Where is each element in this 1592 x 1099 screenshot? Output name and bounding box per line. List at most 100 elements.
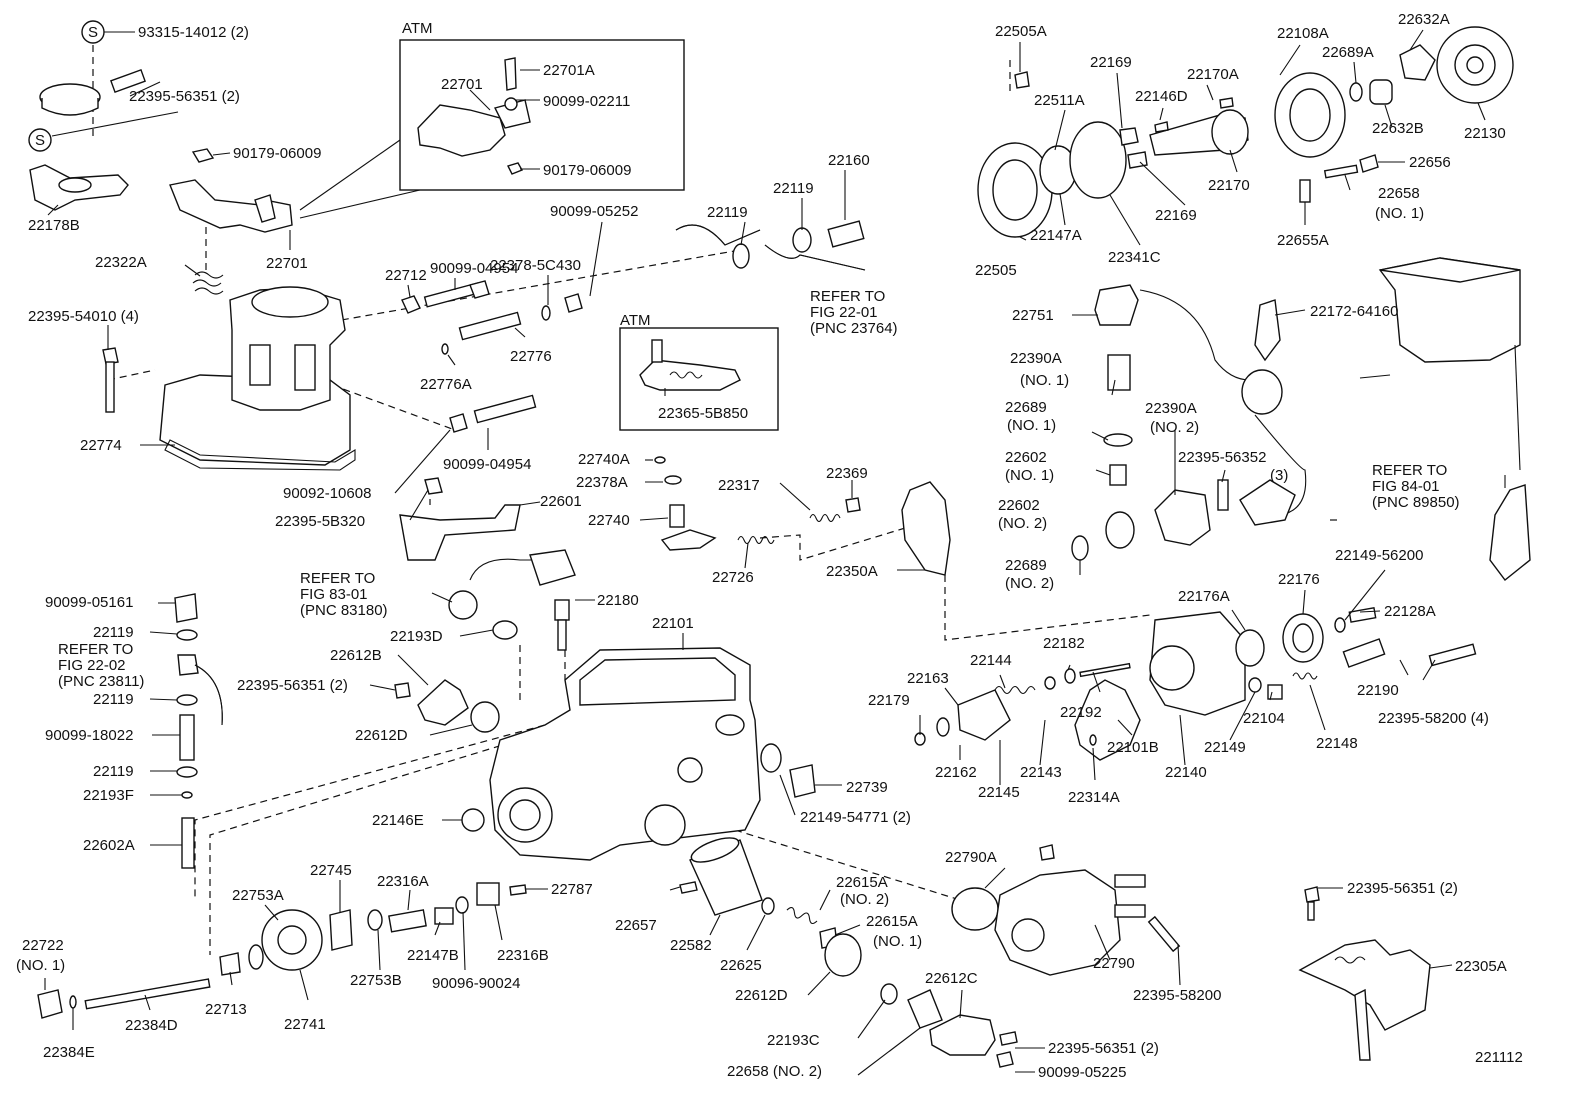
label-22119-a: 22119 (707, 204, 748, 221)
label-22790A: 22790A (945, 849, 997, 866)
label-22505: 22505 (975, 262, 1017, 279)
label-22170: 22170 (1208, 177, 1250, 194)
ref-22-02-line3: (PNC 23811) (58, 673, 144, 690)
label-90096-90024: 90096-90024 (432, 975, 520, 992)
label-22612B: 22612B (330, 647, 382, 664)
ref-22-01-line1: REFER TO (810, 288, 885, 305)
label-22689-2: 22689 (1005, 557, 1047, 574)
ref-83-01-line2: FIG 83-01 (300, 586, 368, 603)
label-22615A-1: 22615A (866, 913, 918, 930)
label-22740A: 22740A (578, 451, 630, 468)
label-22305A: 22305A (1455, 958, 1507, 975)
label-22712: 22712 (385, 267, 427, 284)
leader-lines (44, 29, 1506, 1076)
label-22119-b: 22119 (773, 180, 814, 197)
label-22511A: 22511A (1034, 92, 1085, 109)
label-22350A: 22350A (826, 563, 878, 580)
label-22713: 22713 (205, 1001, 247, 1018)
label-22390A-2: 22390A (1145, 400, 1197, 417)
ref-84-01-line3: (PNC 89850) (1372, 494, 1460, 511)
label-90179-06009-a: 90179-06009 (233, 145, 321, 162)
label-22144: 22144 (970, 652, 1012, 669)
label-22169-a: 22169 (1090, 54, 1132, 71)
label-22787: 22787 (551, 881, 593, 898)
label-22726: 22726 (712, 569, 754, 586)
label-22149-54771: 22149-54771 (2) (800, 809, 911, 826)
label-22146E: 22146E (372, 812, 424, 829)
label-22741: 22741 (284, 1016, 326, 1033)
label-90099-04954-a: 90099-04954 (430, 260, 518, 277)
lower-middle-parts (679, 837, 943, 1029)
lower-left-gears (37, 882, 527, 1019)
label-22104: 22104 (1243, 710, 1285, 727)
label-22149-56200: 22149-56200 (1335, 547, 1423, 564)
lever-22350A (901, 481, 951, 576)
label-22655A: 22655A (1277, 232, 1329, 249)
connector (110, 68, 146, 94)
label-90179-06009-b: 90179-06009 (543, 162, 631, 179)
label-22753B: 22753B (350, 972, 402, 989)
nut (191, 148, 215, 163)
label-22395-56352-count: (3) (1270, 467, 1288, 484)
ref-84-01-line1: REFER TO (1372, 462, 1447, 479)
ref-83-01-line3: (PNC 83180) (300, 602, 388, 619)
label-93315-14012: 93315-14012 (2) (138, 24, 249, 41)
label-22612D-a: 22612D (355, 727, 408, 744)
service-mark-2 (28, 128, 52, 152)
label-22632B: 22632B (1372, 120, 1424, 137)
label-90099-05161: 90099-05161 (45, 594, 133, 611)
label-22582: 22582 (670, 937, 712, 954)
label-22378-5C430: 22378-5C430 (490, 257, 581, 274)
cover-22612B (394, 679, 500, 733)
label-22751: 22751 (1012, 307, 1054, 324)
spring-22322A (192, 271, 224, 295)
label-22689A: 22689A (1322, 44, 1374, 61)
label-22395-54010: 22395-54010 (4) (28, 308, 139, 325)
label-22145: 22145 (978, 784, 1020, 801)
top-left-parts: S S (28, 20, 293, 295)
label-22615A-2: 22615A (836, 874, 888, 891)
ref-22-02-line1: REFER TO (58, 641, 133, 658)
label-22740: 22740 (588, 512, 630, 529)
label-22192: 22192 (1060, 704, 1102, 721)
label-22147A: 22147A (1030, 227, 1082, 244)
atm-box-middle: ATM (619, 312, 779, 431)
label-22143: 22143 (1020, 764, 1062, 781)
service-mark-2-text: S (35, 132, 45, 149)
label-22658-no2: 22658 (NO. 2) (727, 1063, 822, 1080)
label-90099-05225: 90099-05225 (1038, 1064, 1126, 1081)
service-mark-1-text: S (88, 24, 98, 41)
label-22602-1-no: (NO. 1) (1005, 467, 1054, 484)
label-22193D: 22193D (390, 628, 443, 645)
actuator-89850 (1359, 257, 1531, 581)
label-22602A: 22602A (83, 837, 135, 854)
label-22689-2-no: (NO. 2) (1005, 575, 1054, 592)
assembly-dashed-lines (92, 45, 1340, 955)
label-22601: 22601 (540, 493, 582, 510)
label-22163: 22163 (907, 670, 949, 687)
label-22790: 22790 (1093, 955, 1135, 972)
label-22180: 22180 (597, 592, 639, 609)
atm-box-mid-frame (619, 327, 779, 431)
label-22395-56352: 22395-56352 (1178, 449, 1266, 466)
label-22160: 22160 (828, 152, 870, 169)
parts-22740 (654, 456, 861, 551)
label-22182: 22182 (1043, 635, 1085, 652)
label-22140: 22140 (1165, 764, 1207, 781)
label-22128A: 22128A (1384, 603, 1436, 620)
atm-box-top-title: ATM (402, 20, 433, 37)
label-22776A: 22776A (420, 376, 472, 393)
label-22119-d: 22119 (93, 691, 134, 708)
label-22384E: 22384E (43, 1044, 95, 1061)
ref-22-01-line2: FIG 22-01 (810, 304, 878, 321)
label-22701-b: 22701 (266, 255, 308, 272)
label-22689-1-no: (NO. 1) (1007, 417, 1056, 434)
label-22612C: 22612C (925, 970, 978, 987)
label-22390A-2-no: (NO. 2) (1150, 419, 1199, 436)
label-22316B: 22316B (497, 947, 549, 964)
label-22108A: 22108A (1277, 25, 1329, 42)
sensor-group (1071, 284, 1307, 561)
label-22625: 22625 (720, 957, 762, 974)
label-22314A: 22314A (1068, 789, 1120, 806)
pipe-assembly (675, 220, 866, 271)
